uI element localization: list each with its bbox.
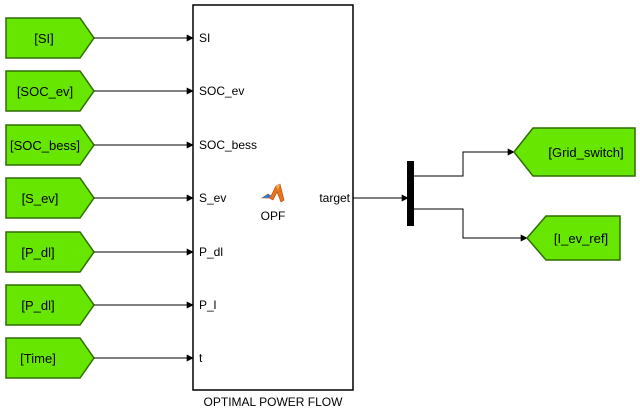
- input-port-label: SOC_bess: [199, 138, 257, 152]
- from-block-label: [SI]: [34, 31, 54, 46]
- from-block-soc-bess[interactable]: [SOC_bess]: [5, 124, 95, 166]
- goto-block-i-ev-ref[interactable]: [I_ev_ref]: [526, 215, 621, 261]
- from-block-label: [P_dl]: [21, 245, 54, 260]
- goto-block-grid-switch[interactable]: [Grid_switch]: [513, 127, 636, 177]
- from-block-label: [S_ev]: [22, 191, 59, 206]
- from-block-p-dl-1[interactable]: [P_dl]: [5, 231, 95, 273]
- goto-block-label: [I_ev_ref]: [554, 231, 608, 246]
- input-port-label: P_dl: [199, 245, 223, 259]
- from-block-si[interactable]: [SI]: [5, 17, 95, 59]
- opf-block[interactable]: SI SOC_ev SOC_bess S_ev P_dl P_l t targe…: [192, 4, 354, 391]
- input-port-label: t: [199, 351, 203, 365]
- input-port-label: SI: [199, 31, 210, 45]
- input-port-label: P_l: [199, 298, 216, 312]
- input-signal-lines: [94, 34, 194, 362]
- matlab-function-icon: [261, 183, 285, 203]
- from-block-time[interactable]: [Time]: [5, 337, 95, 379]
- signal-line-grid-switch[interactable]: [414, 148, 515, 177]
- from-block-s-ev[interactable]: [S_ev]: [5, 177, 95, 219]
- from-block-label: [SOC_bess]: [10, 138, 80, 153]
- function-name-label: OPF: [261, 209, 286, 223]
- goto-block-label: [Grid_switch]: [548, 145, 623, 160]
- input-port-label: S_ev: [199, 191, 226, 205]
- from-block-label: [P_dl]: [21, 298, 54, 313]
- block-caption: OPTIMAL POWER FLOW: [204, 395, 344, 409]
- demux-block[interactable]: [407, 161, 414, 226]
- from-block-p-dl-2[interactable]: [P_dl]: [5, 284, 95, 326]
- signal-line-i-ev-ref[interactable]: [414, 208, 528, 242]
- from-block-soc-ev[interactable]: [SOC_ev]: [5, 70, 95, 112]
- output-port-label: target: [319, 191, 350, 205]
- from-block-label: [SOC_ev]: [17, 84, 73, 99]
- from-block-label: [Time]: [20, 351, 56, 366]
- input-port-label: SOC_ev: [199, 84, 244, 98]
